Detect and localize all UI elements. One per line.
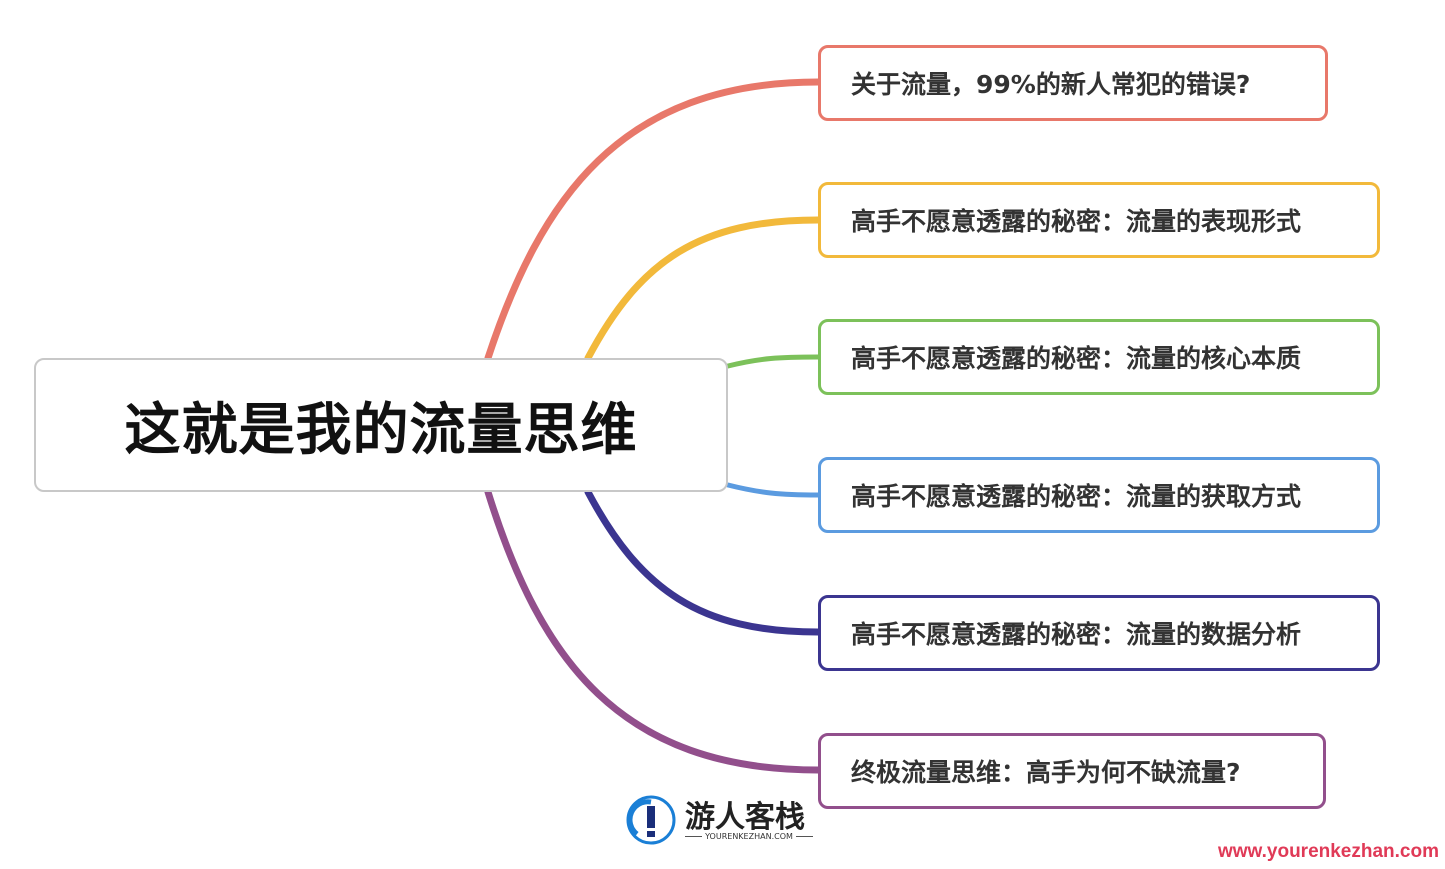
connector-line-5 bbox=[584, 488, 822, 636]
branch-topic-5[interactable]: 高手不愿意透露的秘密：流量的数据分析 bbox=[818, 595, 1380, 671]
connector-line-4 bbox=[725, 482, 821, 498]
logo-brand-name: 游人客栈 bbox=[685, 800, 805, 835]
central-topic-label: 这就是我的流量思维 bbox=[124, 397, 638, 463]
branch-topic-label: 高手不愿意透露的秘密：流量的获取方式 bbox=[851, 482, 1302, 511]
logo-brand-sub: YOURENKEZHAN.COM bbox=[685, 832, 813, 841]
logo-brand-sub-text: YOURENKEZHAN.COM bbox=[705, 832, 793, 841]
branch-topic-label: 高手不愿意透露的秘密：流量的数据分析 bbox=[851, 620, 1302, 649]
connector-line-3 bbox=[725, 354, 821, 369]
branch-topic-2[interactable]: 高手不愿意透露的秘密：流量的表现形式 bbox=[818, 182, 1380, 258]
branch-topic-label: 终极流量思维：高手为何不缺流量? bbox=[851, 758, 1241, 787]
watermark-url[interactable]: www.yourenkezhan.com bbox=[1217, 841, 1439, 862]
connector-line-1 bbox=[484, 78, 822, 362]
branch-topic-4[interactable]: 高手不愿意透露的秘密：流量的获取方式 bbox=[818, 457, 1380, 533]
central-topic[interactable]: 这就是我的流量思维 bbox=[34, 358, 728, 492]
branch-topic-label: 高手不愿意透露的秘密：流量的表现形式 bbox=[851, 207, 1302, 236]
watermark-logo: 游人客栈 YOURENKEZHAN.COM bbox=[625, 792, 825, 848]
branch-topic-label: 关于流量，99%的新人常犯的错误? bbox=[851, 70, 1251, 99]
connector-line-6 bbox=[484, 488, 822, 774]
connector-line-2 bbox=[584, 216, 822, 362]
logo-emblem-icon bbox=[626, 795, 676, 845]
branch-topic-1[interactable]: 关于流量，99%的新人常犯的错误? bbox=[818, 45, 1328, 121]
branch-topic-6[interactable]: 终极流量思维：高手为何不缺流量? bbox=[818, 733, 1326, 809]
branch-topic-label: 高手不愿意透露的秘密：流量的核心本质 bbox=[851, 344, 1302, 373]
branch-topic-3[interactable]: 高手不愿意透露的秘密：流量的核心本质 bbox=[818, 319, 1380, 395]
